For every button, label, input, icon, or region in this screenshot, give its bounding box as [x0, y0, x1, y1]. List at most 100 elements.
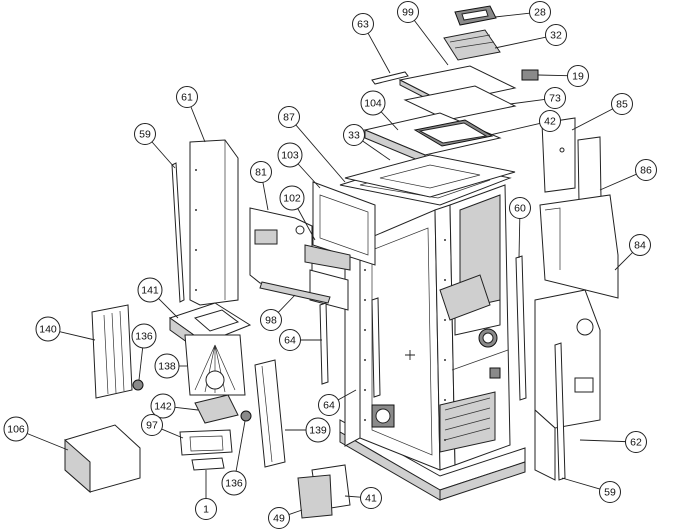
callout-circle — [131, 323, 157, 349]
callout-number: 49 — [273, 513, 285, 525]
callout-number: 140 — [39, 324, 57, 336]
callout-c59a: 59 — [134, 123, 156, 145]
leader-line-c61 — [190, 106, 206, 143]
top-assembly — [344, 5, 539, 198]
leader-line-c85 — [571, 108, 613, 131]
leader-line-c140 — [59, 331, 96, 341]
callout-circle — [268, 507, 290, 529]
callout-circle — [567, 65, 589, 87]
callout-circle — [221, 470, 247, 496]
callout-circle — [176, 86, 198, 108]
callout-c87: 87 — [278, 106, 300, 128]
callout-number: 1 — [203, 504, 209, 516]
callout-c141: 141 — [137, 277, 163, 303]
leader-line-c41 — [344, 495, 361, 498]
callout-c138: 138 — [154, 353, 180, 379]
callout-number: 98 — [265, 315, 277, 327]
callout-number: 64 — [323, 400, 335, 412]
callout-number: 42 — [544, 116, 556, 128]
callout-c140: 140 — [35, 316, 61, 342]
callout-c85: 85 — [611, 93, 633, 115]
callout-c86: 86 — [635, 159, 657, 181]
callout-circle — [625, 431, 647, 453]
callout-c63: 63 — [352, 13, 374, 35]
callout-circle — [150, 393, 176, 419]
callout-circle — [343, 124, 365, 146]
callout-number: 32 — [550, 30, 562, 42]
leader-line-c106 — [26, 433, 69, 451]
callout-circle — [141, 414, 163, 436]
callout-circle — [260, 309, 282, 331]
callout-circle — [277, 142, 303, 168]
callout-number: 59 — [139, 129, 151, 141]
callout-circle — [360, 487, 382, 509]
leader-line-c28 — [494, 12, 530, 18]
callout-number: 86 — [640, 165, 652, 177]
callout-c103: 103 — [277, 142, 303, 168]
callout-circle — [195, 498, 217, 520]
leader-line-c49 — [288, 509, 303, 515]
leader-line-c97 — [161, 428, 184, 439]
leader-line-c84 — [614, 252, 633, 271]
callout-c60: 60 — [509, 197, 531, 219]
callout-circle — [35, 316, 61, 342]
callout-number: 106 — [7, 424, 25, 436]
callout-c1: 1 — [195, 498, 217, 520]
leader-line-c98 — [277, 294, 296, 313]
leader-line-c62 — [579, 439, 626, 443]
callout-number: 63 — [357, 19, 369, 31]
callout-c62: 62 — [625, 431, 647, 453]
callout-circle — [3, 416, 29, 442]
leader-line-c42 — [489, 122, 540, 136]
leader-line-c32 — [494, 36, 546, 49]
callout-circle — [360, 90, 386, 116]
callout-c32: 32 — [545, 24, 567, 46]
callout-c59b: 59 — [599, 481, 621, 503]
callout-number: 102 — [283, 193, 301, 205]
callout-number: 28 — [534, 7, 546, 19]
callout-number: 85 — [616, 99, 628, 111]
leader-line-c59b — [561, 477, 601, 490]
callout-circle — [318, 394, 340, 416]
callout-circle — [278, 106, 300, 128]
callout-circle — [545, 24, 567, 46]
callout-number: 136 — [225, 478, 243, 490]
callout-number: 62 — [630, 437, 642, 449]
callout-circle — [599, 481, 621, 503]
callout-circle — [352, 13, 374, 35]
callout-number: 139 — [309, 425, 327, 437]
callout-c73: 73 — [544, 87, 566, 109]
callout-circle — [134, 123, 156, 145]
callout-c61: 61 — [176, 86, 198, 108]
callout-circle — [539, 110, 561, 132]
leader-line-c60 — [518, 218, 521, 259]
callout-c81: 81 — [250, 161, 272, 183]
callout-circle — [397, 1, 419, 23]
callout-c136a: 136 — [131, 323, 157, 349]
callout-number: 73 — [549, 93, 561, 105]
callout-c142: 142 — [150, 393, 176, 419]
leader-line-c19 — [537, 74, 568, 77]
callout-circle — [250, 161, 272, 183]
callout-c136b: 136 — [221, 470, 247, 496]
callout-c41: 41 — [360, 487, 382, 509]
callout-number: 33 — [348, 130, 360, 142]
callout-c33: 33 — [343, 124, 365, 146]
leader-line-c102 — [297, 208, 316, 241]
leader-line-c141 — [158, 298, 179, 319]
leader-line-c86 — [599, 173, 637, 191]
leader-line-c136b — [235, 420, 246, 472]
callout-number: 60 — [514, 203, 526, 215]
callout-number: 99 — [402, 7, 414, 19]
callout-c49: 49 — [268, 507, 290, 529]
callout-number: 61 — [181, 92, 193, 104]
callout-number: 64 — [284, 335, 296, 347]
leader-line-c99 — [413, 20, 449, 66]
callout-c98: 98 — [260, 309, 282, 331]
callout-c139: 139 — [305, 417, 331, 443]
callout-c28: 28 — [529, 1, 551, 23]
callout-circle — [509, 197, 531, 219]
callout-number: 87 — [283, 112, 295, 124]
leader-line-c142 — [174, 406, 199, 411]
